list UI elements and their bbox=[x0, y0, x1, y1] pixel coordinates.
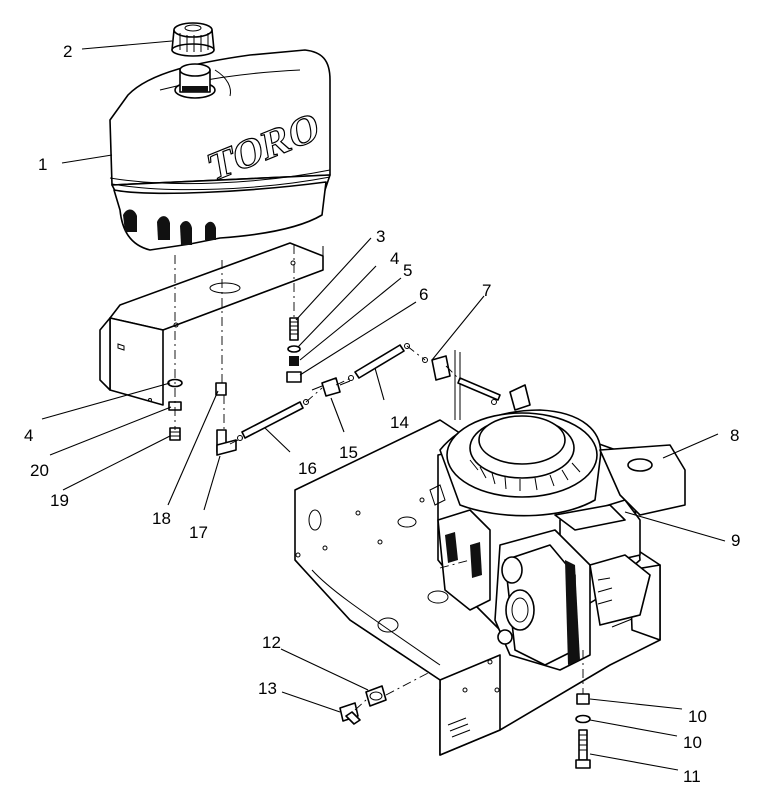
tank-bracket bbox=[99, 242, 324, 406]
leader-lines bbox=[41, 40, 726, 771]
callout-2: 2 bbox=[63, 42, 72, 61]
callout-3: 3 bbox=[376, 227, 385, 246]
callout-1: 1 bbox=[38, 155, 47, 174]
callout-18: 18 bbox=[152, 509, 171, 528]
callout-15: 15 bbox=[339, 443, 358, 462]
callout-7: 7 bbox=[482, 281, 491, 300]
callout-20: 20 bbox=[30, 461, 49, 480]
fuel-cap bbox=[171, 22, 215, 57]
callout-6: 6 bbox=[419, 285, 428, 304]
callout-labels: 1 2 3 4 5 6 7 8 9 4 14 15 16 20 19 18 17… bbox=[24, 42, 740, 786]
callout-17: 17 bbox=[189, 523, 208, 542]
engine bbox=[429, 384, 686, 671]
callout-10-lower: 10 bbox=[683, 733, 702, 752]
callout-8: 8 bbox=[730, 426, 739, 445]
callout-4-upper: 4 bbox=[390, 249, 399, 268]
callout-4-lower: 4 bbox=[24, 426, 33, 445]
callout-13: 13 bbox=[258, 679, 277, 698]
assembly-lines bbox=[174, 245, 584, 711]
fuel-line-hardware bbox=[167, 317, 591, 769]
callout-12: 12 bbox=[262, 633, 281, 652]
callout-5: 5 bbox=[403, 261, 412, 280]
callout-9: 9 bbox=[731, 531, 740, 550]
callout-16: 16 bbox=[298, 459, 317, 478]
callout-19: 19 bbox=[50, 491, 69, 510]
callout-14: 14 bbox=[390, 413, 409, 432]
callout-11: 11 bbox=[683, 767, 701, 786]
fuel-tank: TORO bbox=[109, 49, 331, 251]
callout-10-upper: 10 bbox=[688, 707, 707, 726]
